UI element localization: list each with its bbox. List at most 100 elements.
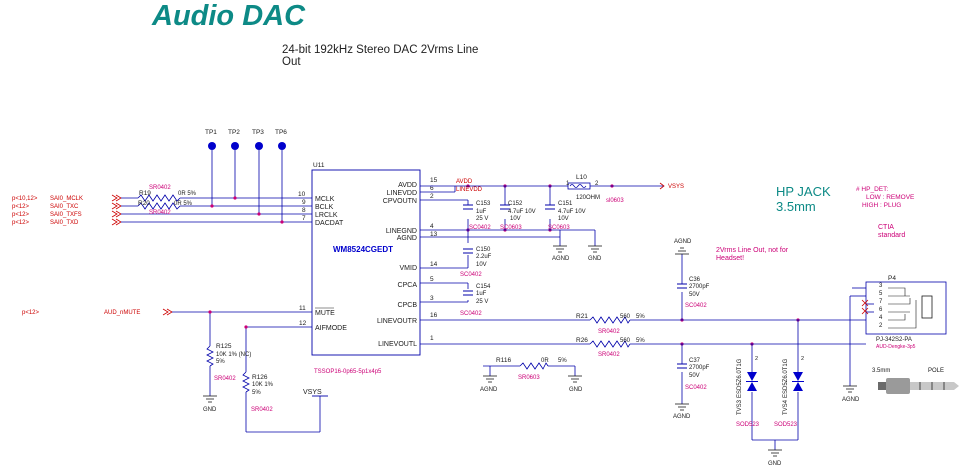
- cap-ref: C154: [476, 284, 491, 290]
- tvs3-pin: 2: [755, 356, 758, 362]
- tvs3-part: ESD5Z6.0T1G: [737, 358, 743, 398]
- resistor-r21: [589, 316, 631, 324]
- jack-pin: 2: [879, 323, 883, 329]
- ferrite-pin2: 2: [595, 181, 599, 187]
- r125-ref: R125: [216, 343, 232, 350]
- pin-num: 11: [299, 305, 306, 312]
- r20-ref: R20: [138, 200, 150, 207]
- jack-ref: P4: [888, 275, 896, 282]
- hp-jack-size: 3.5mm: [776, 199, 816, 214]
- series-resistors: R19 SR0402 0R 5% R20 SR0402 0R 5%: [137, 185, 197, 216]
- resistor-r125: [206, 345, 214, 367]
- cap-value: 2700pF: [689, 365, 710, 371]
- pin-num: 15: [430, 177, 438, 184]
- right-wires: [420, 185, 874, 450]
- ferrite-pin1: 1: [566, 181, 570, 187]
- agnd-label: AGND: [842, 397, 860, 403]
- chip-u11: U11 WM8524CGEDT TSSOP16-0p65-5p1x4p5 MCL…: [298, 162, 438, 375]
- ground-labels: GND AGND GND AGND AGND AGND GND GND AGND: [203, 239, 860, 467]
- cap-voltage: 25 V: [476, 299, 488, 305]
- net-linevdd: LINEVDD: [456, 187, 483, 193]
- port-arrow: [111, 202, 122, 210]
- pin-name-linevdd: LINEVDD: [387, 190, 417, 197]
- port-arrow: [111, 218, 122, 226]
- cap-value: 4.7uF 10V: [558, 209, 586, 215]
- r20-value: 0R 5%: [174, 201, 193, 207]
- cap-voltage: 50V: [689, 292, 700, 298]
- resistor-r26: [589, 340, 631, 348]
- tvs4-ref: TVS4: [783, 399, 789, 415]
- ferrite-pkg: sl0603: [606, 198, 624, 204]
- jack-pin: 7: [879, 299, 883, 305]
- pin-name-aifmode: AIFMODE: [315, 325, 347, 332]
- r116-ref: R116: [496, 357, 511, 364]
- agnd-label: AGND: [552, 256, 570, 262]
- chip-ref: U11: [313, 162, 325, 169]
- photo-label-size: 3.5mm: [872, 368, 890, 374]
- pin-num: 12: [299, 320, 307, 327]
- pin-name-vmid: VMID: [400, 265, 418, 272]
- r116-pkg: SR0603: [518, 375, 540, 381]
- r126-value: 10K 1%: [252, 382, 274, 388]
- port-arrow: [111, 210, 122, 218]
- ctia-standard: standard: [878, 232, 905, 239]
- cap-ref: C37: [689, 358, 701, 364]
- pin-name-lrclk: LRCLK: [315, 212, 338, 219]
- cap-ref: C151: [558, 201, 573, 207]
- ferrite-ref: L10: [576, 174, 587, 181]
- r19-ref: R19: [139, 190, 151, 197]
- plug-cable-icon: [878, 382, 886, 390]
- notes: 2Vrms Line Out, not for Headset! HP JACK…: [716, 184, 915, 262]
- ground-icon: [568, 375, 582, 383]
- ground-icon: [553, 245, 567, 253]
- r26-pkg: SR0402: [598, 352, 620, 358]
- chip-package: TSSOP16-0p65-5p1x4p5: [314, 369, 382, 375]
- resistor-r19: [137, 194, 181, 202]
- pin-num: 14: [430, 261, 438, 268]
- ground-icon: [588, 245, 602, 253]
- cap-voltage: 10V: [476, 262, 487, 268]
- gnd-label: GND: [203, 407, 217, 413]
- page-subtitle: 24-bit 192kHz Stereo DAC 2Vrms Line Out: [282, 44, 542, 68]
- note-line-out-1: 2Vrms Line Out, not for: [716, 247, 789, 254]
- pin-num: 8: [302, 207, 306, 214]
- r21-pkg: SR0402: [598, 329, 620, 335]
- cap-pkg: SC0603: [548, 225, 570, 231]
- subtitle-line-2: Out: [282, 56, 301, 68]
- jack-part: PJ-342S2-PA: [876, 337, 912, 343]
- pin-num: 7: [302, 215, 306, 222]
- input-net-label: SAI0_TXD: [50, 220, 79, 226]
- pin-name-cpvoutn: CPVOUTN: [383, 198, 417, 205]
- subtitle-line-1: 24-bit 192kHz Stereo DAC 2Vrms Line: [282, 44, 479, 56]
- testpoint-label: TP3: [252, 129, 264, 136]
- testpoint-dot: [231, 142, 239, 150]
- hp-jack-title: HP JACK: [776, 184, 831, 199]
- input-sheet-ref: p<10,12>: [12, 196, 38, 202]
- pin-name-cpca: CPCA: [398, 282, 418, 289]
- tvs4-pin: 2: [801, 356, 804, 362]
- r116-tol: 5%: [558, 358, 567, 364]
- cap-voltage: 50V: [689, 373, 700, 379]
- tvs3-ref: TVS3: [737, 399, 743, 415]
- cap-voltage: 25 V: [476, 216, 488, 222]
- vsys-arrow: [659, 182, 665, 190]
- cap-pkg: SC0402: [685, 385, 707, 391]
- pull-resistors: R125 10K 1% (NC) 5% SR0402 R126 10K 1% 5…: [206, 343, 274, 413]
- cap-pkg: SC0402: [469, 225, 491, 231]
- plug-body-icon: [886, 378, 910, 394]
- pin-name-avdd: AVDD: [398, 182, 417, 189]
- pin-name-dacdat: DACDAT: [315, 220, 344, 227]
- input-net-label: SAI0_TXC: [50, 204, 79, 210]
- cap-value: 2.2uF: [476, 254, 492, 260]
- testpoint-label: TP2: [228, 129, 240, 136]
- ground-icon: [843, 385, 857, 393]
- note-line-out-2: Headset!: [716, 255, 744, 262]
- pin-name-cpcb: CPCB: [398, 302, 418, 309]
- jack-pin: 6: [879, 307, 883, 313]
- pin-name-mute: MUTE: [315, 310, 335, 317]
- ferrite-body: [567, 182, 591, 190]
- no-connect-icon: [861, 299, 869, 307]
- input-wires: [121, 150, 321, 433]
- pin-num: 16: [430, 312, 438, 319]
- mute-net-label: AUD_nMUTE: [104, 310, 140, 316]
